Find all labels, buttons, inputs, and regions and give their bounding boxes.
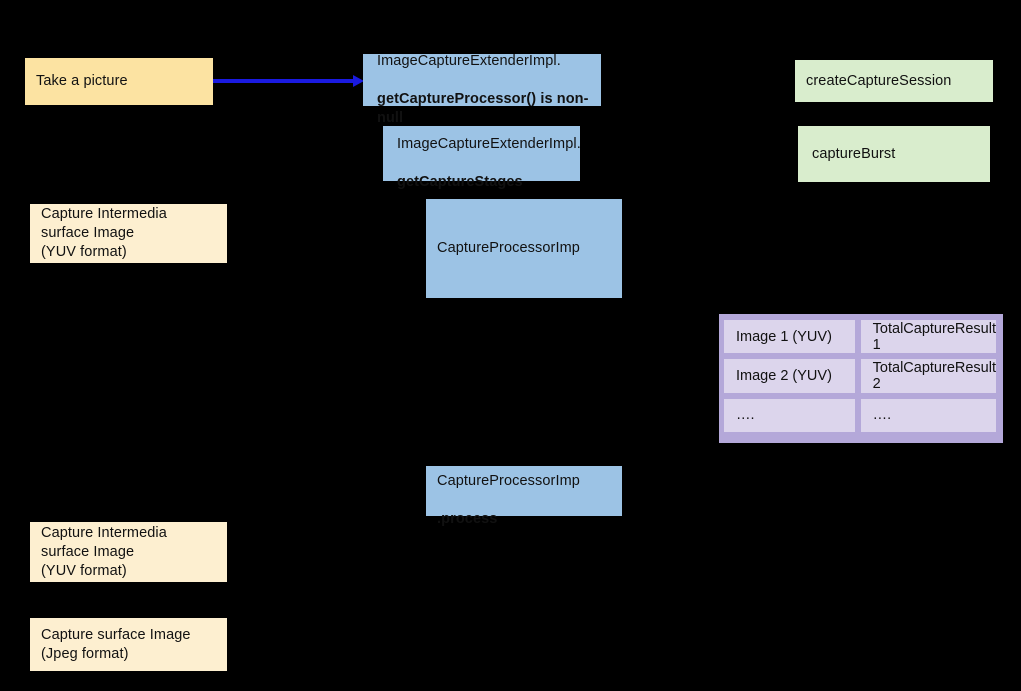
node-capture-processor-process-label: CaptureProcessorImp .process [437,453,614,529]
node-get-capture-stages[interactable]: ImageCaptureExtenderImpl. getCaptureStag… [383,126,581,190]
node-capture-jpeg[interactable]: Capture surface Image (Jpeg format) [30,618,227,671]
node-intermediate-yuv-top[interactable]: Capture Intermedia surface Image (YUV fo… [30,204,227,263]
node-capture-processor-process-line1: CaptureProcessorImp [437,473,580,489]
arrow-shaft [213,79,354,83]
table-cell-result-1[interactable]: TotalCaptureResult 1 [860,320,996,354]
node-intermediate-yuv-bottom[interactable]: Capture Intermedia surface Image (YUV fo… [30,522,227,582]
node-capture-burst-label: captureBurst [812,145,896,162]
node-take-a-picture-label: Take a picture [36,73,128,89]
node-get-capture-stages-line1: ImageCaptureExtenderImpl. [397,135,581,152]
node-get-capture-stages-line2: getCaptureStages [397,173,523,190]
node-intermediate-yuv-bottom-label: Capture Intermedia surface Image (YUV fo… [41,524,167,579]
node-capture-processor-process-line2: .process [437,511,498,527]
table-cell-image-more[interactable]: …. [724,398,855,432]
node-get-capture-processor-line2: getCaptureProcessor() is non-null [377,90,589,126]
node-get-capture-processor-label: ImageCaptureExtenderImpl. getCaptureProc… [377,33,593,128]
node-capture-jpeg-label: Capture surface Image (Jpeg format) [41,626,191,662]
node-get-capture-processor[interactable]: ImageCaptureExtenderImpl. getCaptureProc… [363,53,601,126]
table-cell-image-2-label: Image 2 (YUV) [736,367,832,384]
node-intermediate-yuv-top-label: Capture Intermedia surface Image (YUV fo… [41,206,167,260]
node-create-capture-session[interactable]: createCaptureSession [795,60,993,102]
node-get-capture-stages-label: ImageCaptureExtenderImpl. getCaptureStag… [397,116,581,192]
table-cell-result-more[interactable]: …. [860,398,996,432]
arrow-take-picture-to-get-capture-processor [213,75,365,88]
node-capture-processor-imp[interactable]: CaptureProcessorImp [426,199,622,298]
node-capture-processor-imp-label: CaptureProcessorImp [437,240,580,256]
table-cell-image-1[interactable]: Image 1 (YUV) [724,320,855,354]
table-cell-result-1-label: TotalCaptureResult 1 [872,320,996,353]
table-cell-result-2-label: TotalCaptureResult 2 [872,359,996,392]
table-cell-image-2[interactable]: Image 2 (YUV) [724,359,855,393]
node-take-a-picture[interactable]: Take a picture [25,58,213,105]
node-get-capture-processor-line1: ImageCaptureExtenderImpl. [377,52,561,69]
table-cell-image-1-label: Image 1 (YUV) [736,328,832,345]
node-capture-burst[interactable]: captureBurst [798,126,990,182]
table-cell-result-more-label: …. [872,407,892,424]
node-capture-processor-process[interactable]: CaptureProcessorImp .process [426,466,622,527]
table-cell-result-2[interactable]: TotalCaptureResult 2 [860,359,996,393]
capture-result-table: Image 1 (YUV) TotalCaptureResult 1 Image… [719,314,1003,443]
node-create-capture-session-label: createCaptureSession [806,72,952,89]
arrow-head-icon [353,75,364,87]
table-cell-image-more-label: …. [736,407,755,424]
